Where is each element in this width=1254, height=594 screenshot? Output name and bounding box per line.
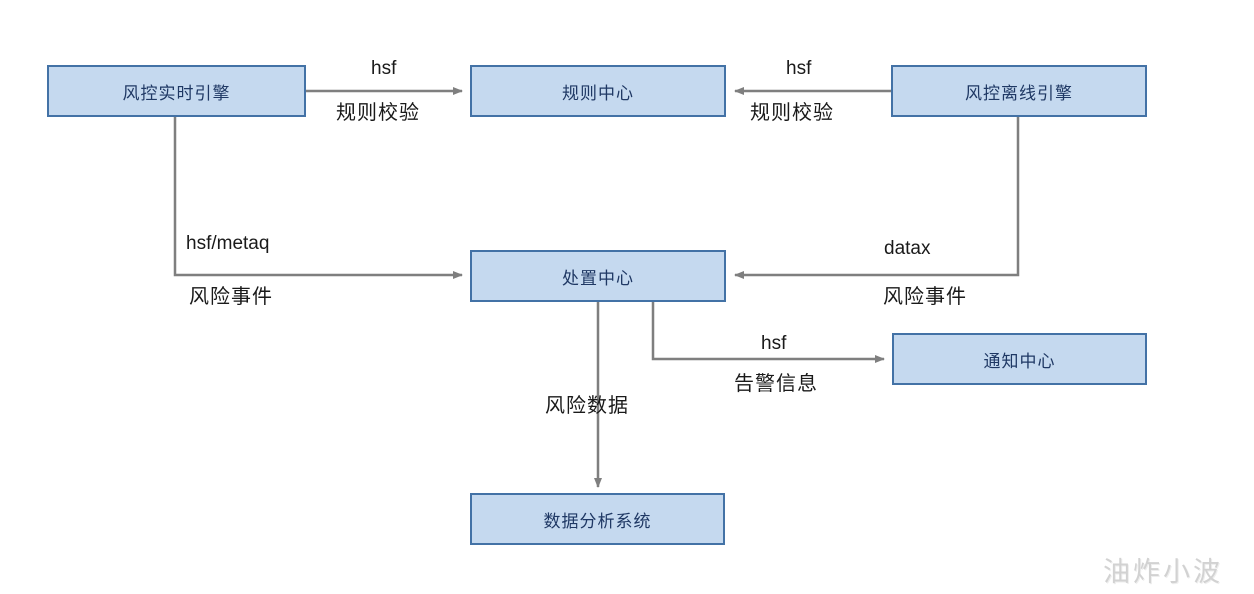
node-label: 风控离线引擎	[965, 83, 1073, 103]
watermark: 油炸小波	[1103, 557, 1223, 587]
node-label: 风控实时引擎	[122, 83, 231, 103]
node-label: 规则中心	[562, 83, 634, 103]
connector-realtime-to-disposal	[173, 117, 463, 279]
node-rule-center[interactable]: 规则中心	[470, 65, 726, 117]
edge-label-offline-to-rule-protocol: hsf	[786, 58, 812, 79]
connector-offline-to-disposal	[734, 117, 1020, 279]
connector-disposal-to-notify	[651, 302, 885, 363]
node-label: 处置中心	[562, 268, 634, 288]
edge-label-offline-to-rule-payload: 规则校验	[750, 102, 834, 124]
edge-label-offline-to-disposal-payload: 风险事件	[883, 286, 967, 308]
node-label: 数据分析系统	[543, 511, 652, 531]
edge-label-offline-to-disposal-protocol: datax	[884, 238, 931, 259]
edge-label-disposal-to-notify-payload: 告警信息	[734, 373, 818, 395]
node-realtime-engine[interactable]: 风控实时引擎	[47, 65, 306, 117]
edge-label-disposal-to-notify-protocol: hsf	[761, 333, 787, 354]
node-offline-engine[interactable]: 风控离线引擎	[891, 65, 1147, 117]
edge-label-realtime-to-disposal-payload: 风险事件	[189, 286, 273, 308]
node-analysis-system[interactable]: 数据分析系统	[470, 493, 725, 545]
node-notify-center[interactable]: 通知中心	[892, 333, 1147, 385]
edge-label-realtime-to-disposal-protocol: hsf/metaq	[186, 233, 270, 254]
edge-label-disposal-to-analysis-payload: 风险数据	[545, 395, 629, 417]
node-label: 通知中心	[983, 351, 1056, 371]
edge-label-realtime-to-rule-payload: 规则校验	[336, 102, 420, 124]
node-disposal-center[interactable]: 处置中心	[470, 250, 726, 302]
edge-label-realtime-to-rule-protocol: hsf	[371, 58, 397, 79]
